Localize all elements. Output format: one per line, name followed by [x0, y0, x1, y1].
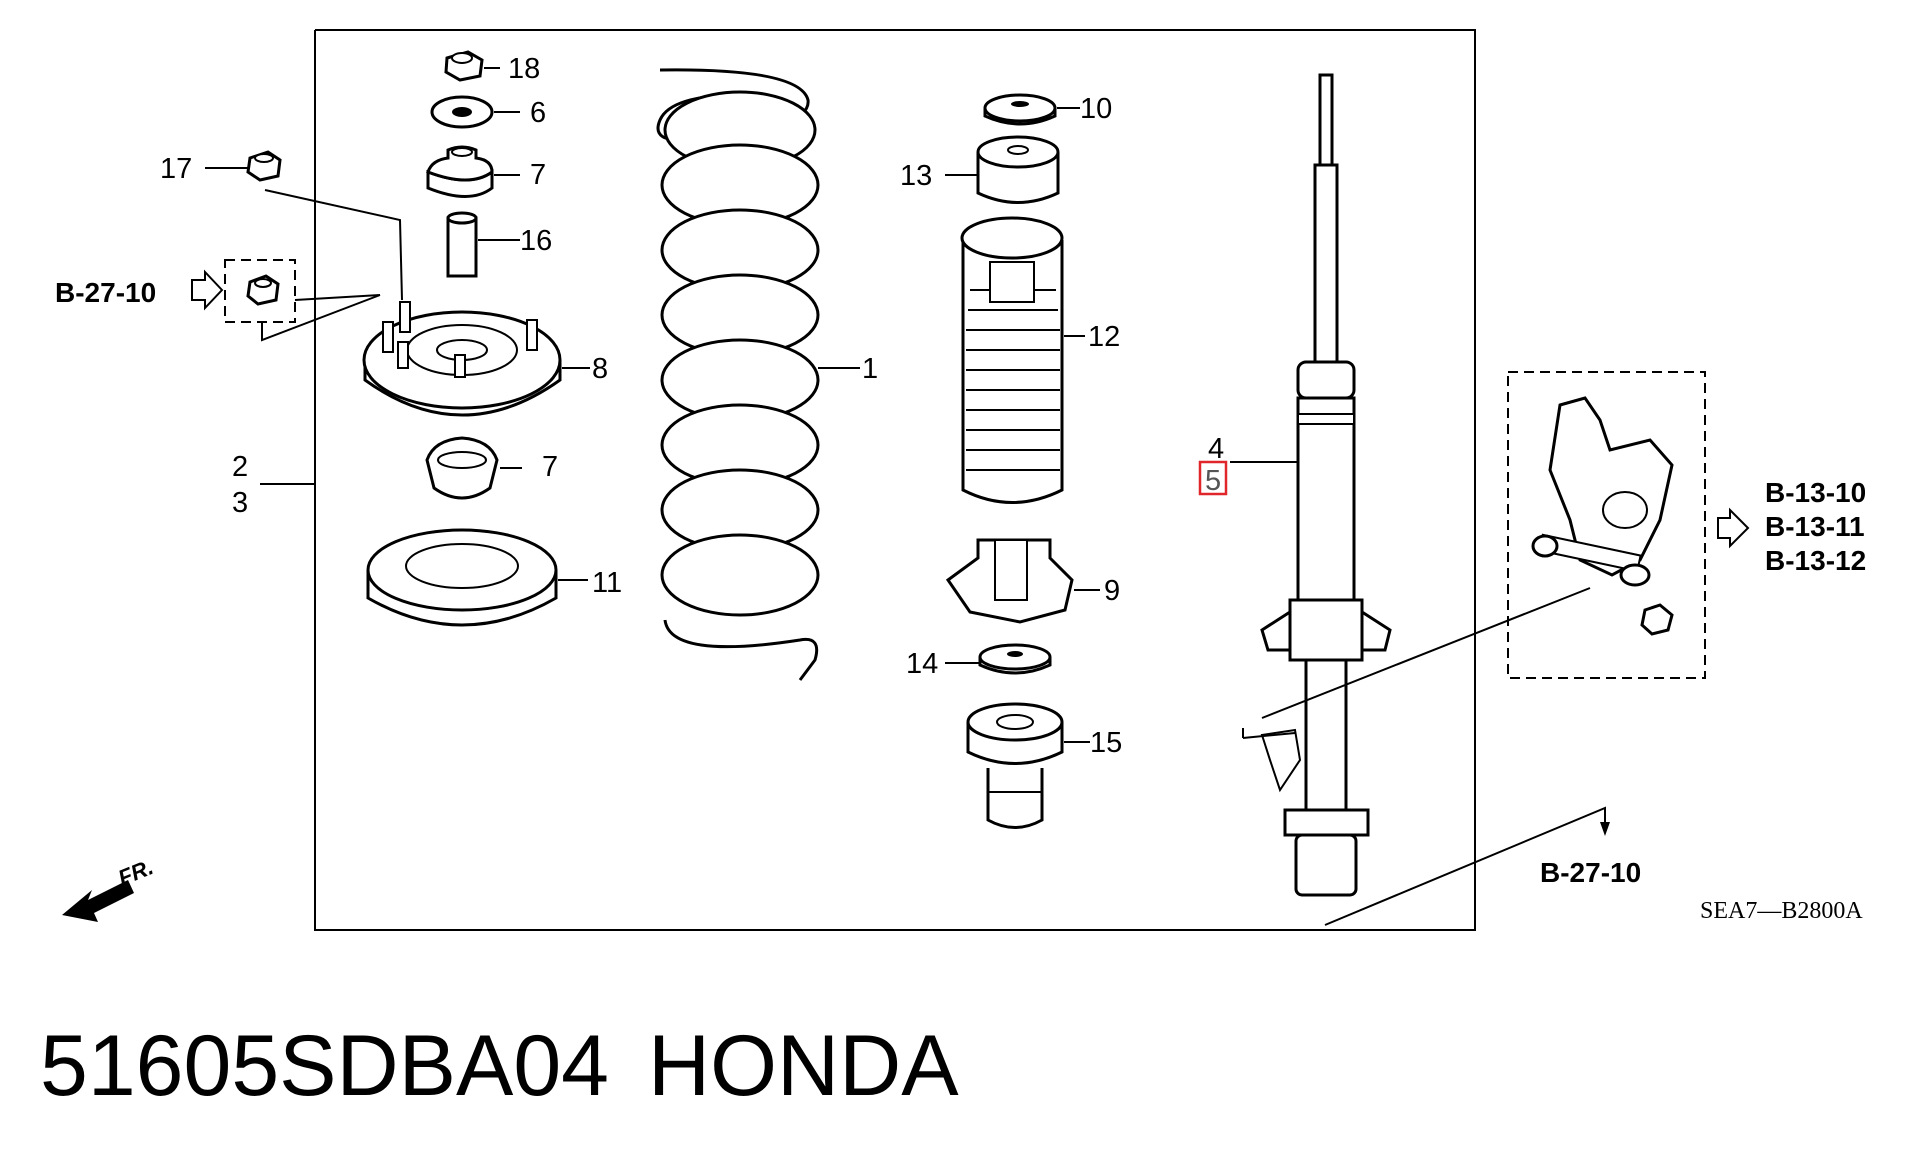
callout-2: 2	[232, 451, 248, 483]
part-1-coil-spring	[656, 68, 860, 681]
nut-detail-box	[191, 259, 381, 342]
callout-8: 8	[592, 353, 608, 385]
callout-11: 11	[592, 567, 622, 599]
part-7-lower-bushing	[425, 436, 522, 500]
part-10-washer	[983, 93, 1080, 126]
callout-14: 14	[906, 648, 938, 680]
ref-right-3: B-13-12	[1765, 545, 1866, 576]
callout-1: 1	[862, 353, 878, 385]
ref-left: B-27-10	[55, 277, 156, 308]
ref-right-1: B-13-10	[1765, 477, 1866, 508]
ref-bottom-right: B-27-10	[1540, 857, 1641, 888]
callout-7-upper: 7	[530, 159, 546, 191]
part-number: 51605SDBA04	[40, 1018, 609, 1114]
callout-4: 4	[1208, 433, 1224, 465]
bottom-ref-leader	[1324, 806, 1606, 926]
callout-13: 13	[900, 160, 932, 192]
front-marker-label: FR.	[115, 854, 157, 890]
part-8-mount-base	[362, 301, 590, 417]
part-4-5-shock-absorber	[1230, 73, 1392, 897]
part-13-cap	[945, 135, 1060, 204]
part-7-upper-bushing	[426, 145, 520, 198]
callout-10: 10	[1080, 93, 1112, 125]
callout-5-highlight	[1198, 460, 1228, 496]
part-6-cap	[430, 95, 520, 129]
callout-3: 3	[232, 487, 248, 519]
assembly-frame	[314, 29, 1476, 931]
callout-6: 6	[530, 97, 546, 129]
drawing-code: SEA7—B2800A	[1700, 898, 1863, 924]
callout-7-lower: 7	[542, 451, 558, 483]
callout-18: 18	[508, 53, 540, 85]
callout-15: 15	[1090, 727, 1122, 759]
part-9-bracket	[945, 538, 1100, 624]
brand-name: HONDA	[648, 1018, 959, 1114]
part-18-nut	[444, 50, 500, 82]
part-11-spring-seat	[366, 528, 588, 627]
callout-5: 5	[1205, 465, 1221, 497]
knuckle-detail-box	[1507, 371, 1750, 679]
callout-12: 12	[1088, 321, 1120, 353]
part-12-dust-boot	[960, 216, 1085, 504]
part-15-bump-stop	[966, 702, 1090, 829]
link-lines	[1261, 587, 1591, 719]
callout-9: 9	[1104, 575, 1120, 607]
part-14-washer	[945, 643, 1052, 675]
part-17-nut	[205, 150, 403, 301]
callout-17: 17	[160, 153, 192, 185]
front-direction-marker: FR.	[62, 854, 157, 922]
ref-right-2: B-13-11	[1765, 511, 1865, 542]
callout-16: 16	[520, 225, 552, 257]
part-16-collar	[446, 211, 520, 278]
